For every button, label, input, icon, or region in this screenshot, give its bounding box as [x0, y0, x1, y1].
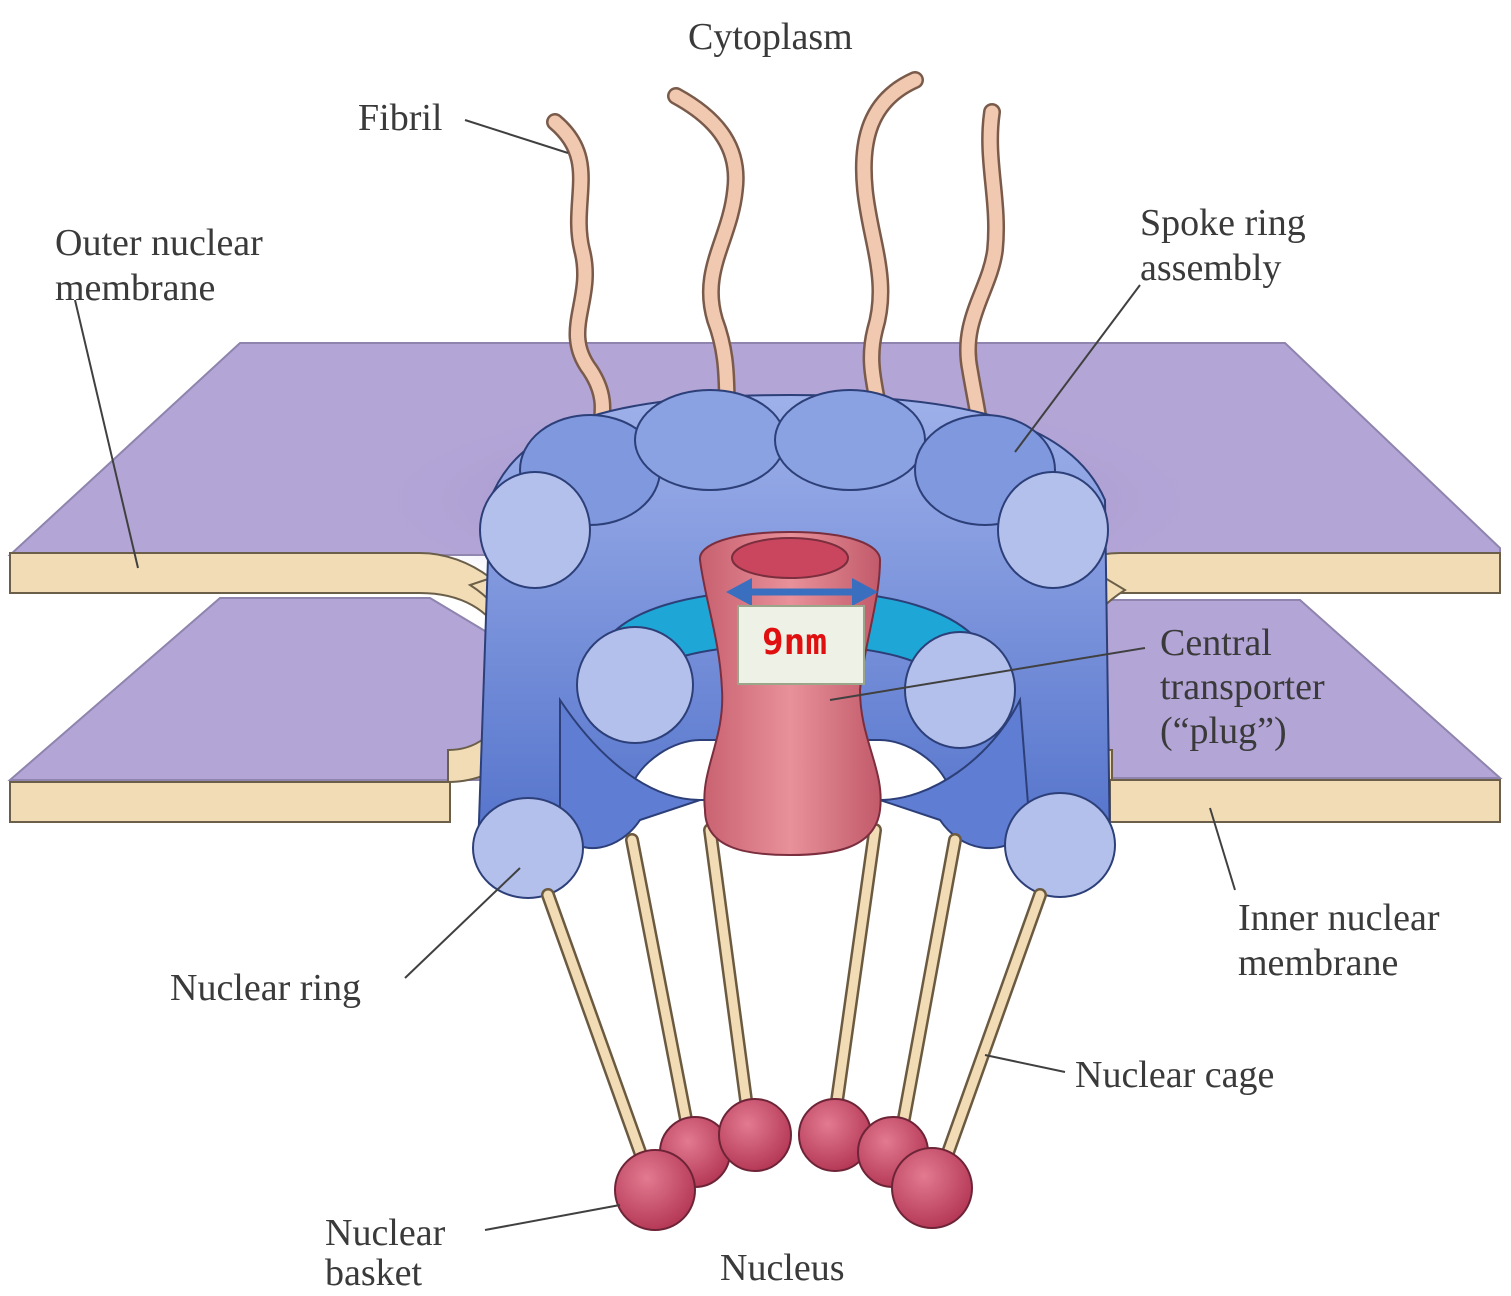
central-transporter-label-line1: Central [1160, 620, 1272, 666]
nuclear-ring-label: Nuclear ring [170, 965, 361, 1011]
spoke-ring-label-line2: assembly [1140, 245, 1281, 291]
outer-membrane-label-line1: Outer nuclear [55, 220, 263, 266]
inner-membrane-label-line1: Inner nuclear [1238, 895, 1440, 941]
inner-membrane-label-line2: membrane [1238, 940, 1398, 986]
central-transporter-label-line3: (“plug”) [1160, 708, 1287, 754]
measurement-value: 9nm [762, 622, 827, 663]
fibril-label: Fibril [358, 95, 442, 141]
central-transporter-label-line2: transporter [1160, 664, 1325, 710]
nuclear-basket-label-line2: basket [325, 1250, 422, 1296]
spoke-ring-label-line1: Spoke ring [1140, 200, 1306, 246]
cytoplasm-label: Cytoplasm [688, 14, 853, 60]
nucleus-label: Nucleus [720, 1245, 845, 1291]
nuclear-basket [615, 1099, 972, 1230]
nuclear-cage [548, 830, 1040, 1180]
nuclear-cage-label: Nuclear cage [1075, 1052, 1274, 1098]
outer-membrane-label-line2: membrane [55, 265, 215, 311]
